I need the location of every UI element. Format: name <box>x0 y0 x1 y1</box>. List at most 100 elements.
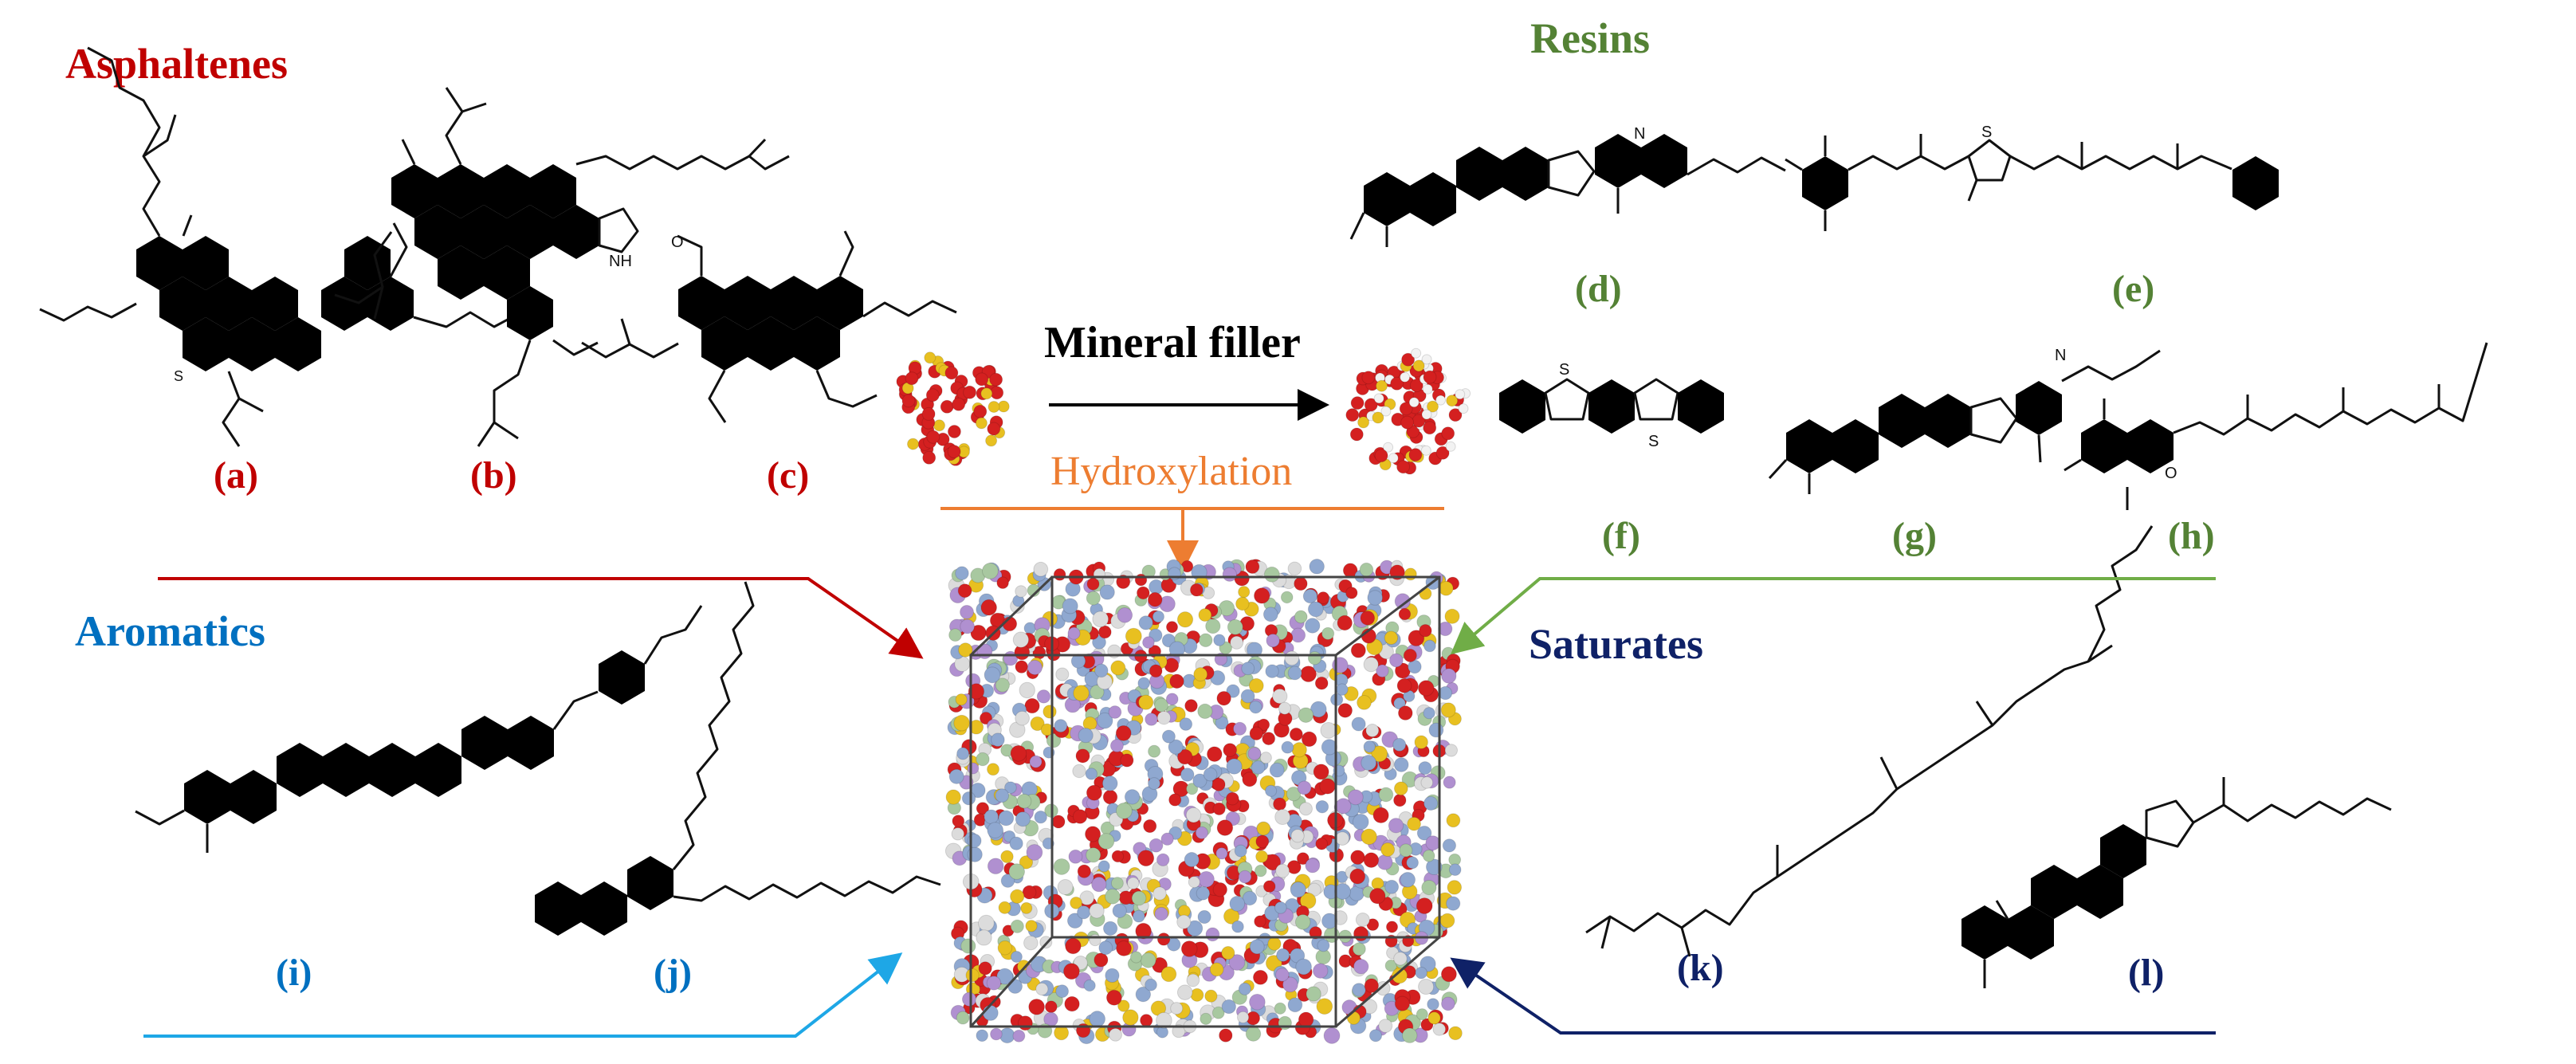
blue-molecule-atom <box>956 747 970 760</box>
blue-molecule-atom <box>1196 886 1211 901</box>
oxygen-atom <box>1401 352 1416 367</box>
oxygen-atom <box>989 372 1003 387</box>
oxygen-atom <box>1212 802 1226 816</box>
white-molecule-atom <box>1089 903 1105 919</box>
hydrogen-atom <box>1411 347 1422 359</box>
molecule-l <box>1961 777 2392 988</box>
white-molecule-atom <box>1033 561 1049 577</box>
white-molecule-atom <box>978 914 995 932</box>
mineral-filler-cluster-before <box>896 351 1010 466</box>
white-molecule-atom <box>1320 722 1337 739</box>
silicon-atom <box>1000 850 1014 864</box>
oxygen-atom <box>1262 732 1276 746</box>
blue-molecule-atom <box>1161 729 1176 744</box>
blue-molecule-atom <box>1367 590 1384 606</box>
oxygen-atom <box>1398 607 1412 621</box>
blue-molecule-atom <box>1361 755 1377 771</box>
blue-molecule-atom <box>1265 664 1279 678</box>
blue-molecule-atom <box>1393 757 1409 772</box>
blue-molecule-atom <box>1336 683 1349 696</box>
silicon-atom <box>1193 667 1208 682</box>
oxygen-atom <box>1053 568 1066 581</box>
blue-molecule-atom <box>1055 984 1069 999</box>
silicon-atom <box>1316 998 1333 1015</box>
oxygen-atom <box>1289 727 1303 741</box>
green-molecule-atom <box>1129 951 1143 964</box>
green-molecule-atom <box>1294 914 1311 930</box>
silicon-atom <box>1020 901 1033 914</box>
green-molecule-atom <box>1086 591 1101 606</box>
silicon-atom <box>955 693 968 706</box>
purple-molecule-atom <box>1068 849 1083 864</box>
label-h: (h) <box>2168 515 2215 557</box>
silicon-atom <box>1357 694 1372 710</box>
oxygen-atom <box>1255 834 1270 849</box>
oxygen-atom <box>1086 784 1102 801</box>
hydrogen-atom <box>1380 406 1392 417</box>
resins-arrow <box>1450 577 2216 655</box>
purple-molecule-atom <box>1091 876 1107 893</box>
green-molecule-atom <box>1110 877 1124 890</box>
oxygen-atom <box>1317 591 1330 605</box>
blue-molecule-atom <box>982 1004 999 1021</box>
oxygen-atom <box>1102 789 1118 805</box>
oxygen-atom <box>1225 791 1239 806</box>
green-molecule-atom <box>1306 986 1321 1002</box>
white-molecule-atom <box>1186 973 1200 987</box>
silicon-atom <box>1198 608 1212 622</box>
silicon-atom <box>1125 627 1142 645</box>
silicon-atom <box>1238 586 1251 599</box>
oxygen-atom <box>1143 819 1157 834</box>
white-molecule-atom <box>976 929 992 946</box>
saturates-title: Saturates <box>1529 620 1703 668</box>
oxygen-atom <box>1022 885 1037 900</box>
blue-molecule-atom <box>1384 879 1400 894</box>
blue-molecule-atom <box>1098 940 1113 956</box>
silicon-atom <box>1444 608 1460 624</box>
green-molecule-atom <box>1131 890 1147 906</box>
blue-molecule-atom <box>1309 559 1325 575</box>
molecule-i <box>135 605 703 853</box>
oxygen-atom <box>978 961 992 976</box>
blue-molecule-atom <box>1152 611 1164 623</box>
blue-molecule-atom <box>1321 913 1338 929</box>
green-molecule-atom <box>956 1011 970 1025</box>
oxygen-atom <box>1075 748 1090 764</box>
blue-molecule-atom <box>1221 999 1236 1015</box>
molecule-a <box>39 46 519 447</box>
blue-molecule-atom <box>1238 982 1251 995</box>
oxygen-atom <box>1165 621 1179 634</box>
blue-molecule-atom <box>1363 740 1376 753</box>
blue-molecule-atom <box>1137 677 1151 690</box>
oxygen-atom <box>1207 746 1223 762</box>
silicon-atom <box>985 434 998 447</box>
silicon-atom <box>1267 936 1282 951</box>
purple-molecule-atom <box>990 1027 1003 1041</box>
green-molecule-atom <box>1115 802 1133 819</box>
hydrogen-atom <box>1383 442 1394 453</box>
purple-molecule-atom <box>1067 626 1081 640</box>
label-d: (d) <box>1575 268 1622 310</box>
silicon-atom <box>1427 400 1439 413</box>
silicon-atom <box>1299 892 1317 909</box>
oxygen-atom <box>1345 587 1358 599</box>
oxygen-atom <box>947 425 961 438</box>
oxygen-atom <box>1319 778 1336 795</box>
silicon-atom <box>1030 716 1045 732</box>
oxygen-atom <box>1396 460 1411 474</box>
white-molecule-atom <box>1156 710 1172 725</box>
oxygen-atom <box>1105 989 1122 1006</box>
white-molecule-atom <box>1278 701 1291 715</box>
blue-molecule-atom <box>1092 634 1106 650</box>
blue-molecule-atom <box>1352 813 1369 830</box>
label-a: (a) <box>214 454 258 497</box>
white-molecule-atom <box>1012 631 1030 648</box>
oxygen-atom <box>973 404 988 418</box>
blue-molecule-atom <box>1078 728 1094 744</box>
blue-molecule-atom <box>1423 639 1436 653</box>
silicon-atom <box>1448 1026 1463 1041</box>
oxygen-atom <box>1015 660 1028 673</box>
oxygen-atom <box>1408 448 1423 462</box>
molecule-e <box>1785 134 2279 231</box>
white-molecule-atom <box>1335 831 1350 846</box>
